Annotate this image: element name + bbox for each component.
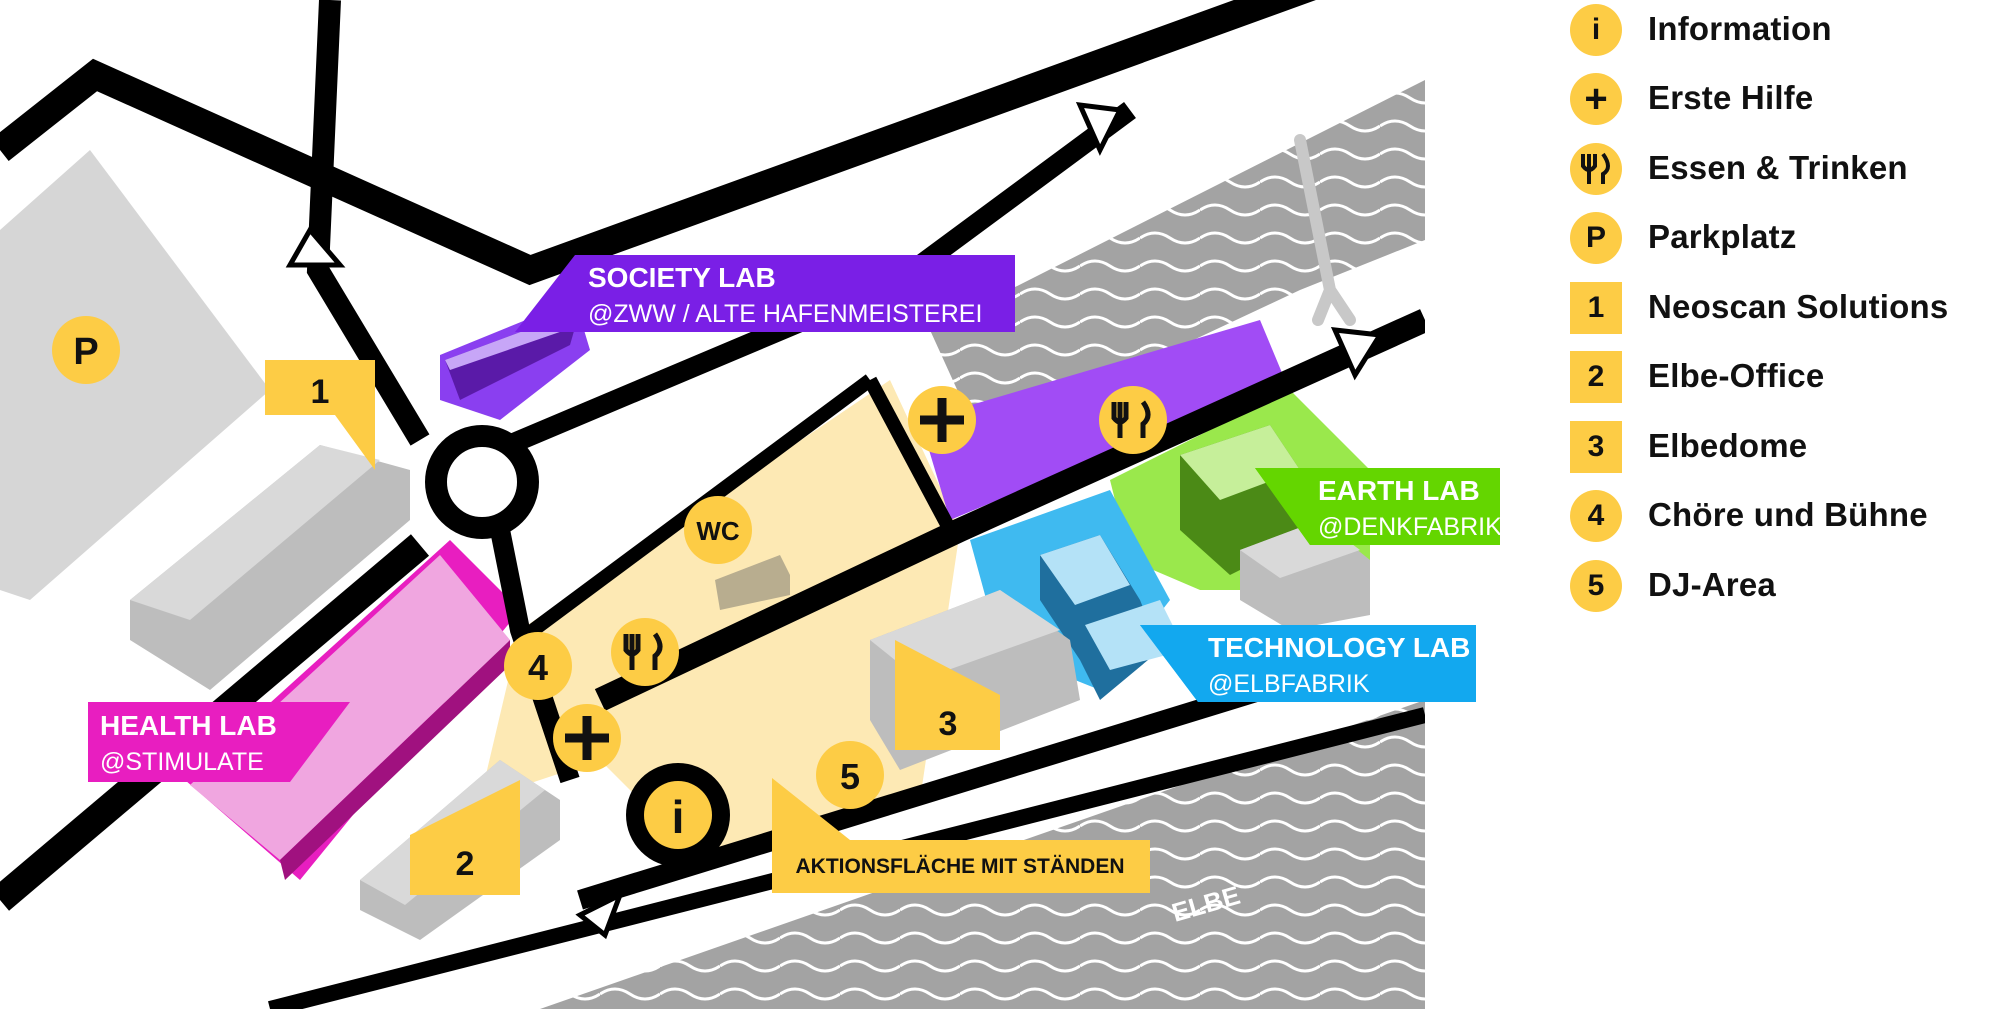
marker-number-1[interactable]: 1 xyxy=(265,360,375,470)
svg-text:5: 5 xyxy=(840,756,860,797)
road-main-east xyxy=(594,309,1425,711)
legend-label: Erste Hilfe xyxy=(1648,79,1814,116)
marker-food-center[interactable] xyxy=(611,618,679,686)
svg-text:@ELBFABRIK: @ELBFABRIK xyxy=(1208,670,1370,698)
svg-text:WC: WC xyxy=(696,516,740,546)
svg-text:i: i xyxy=(672,791,685,843)
road-vertical-north xyxy=(306,0,430,446)
arrow-northeast xyxy=(1075,101,1124,156)
roundabout-north xyxy=(425,425,539,539)
legend-label: Elbe-Office xyxy=(1648,357,1825,394)
harbour-crane xyxy=(1294,134,1356,326)
marker-first-aid-center[interactable] xyxy=(553,704,621,772)
legend-item-elbedome: 3 Elbedome xyxy=(1560,417,2000,477)
svg-text:2: 2 xyxy=(456,845,475,883)
legend-label: Parkplatz xyxy=(1648,218,1797,255)
road-inner-diagonal xyxy=(863,376,957,534)
marker-information[interactable]: i xyxy=(644,781,712,849)
marker-number-3[interactable]: 3 xyxy=(895,640,1000,750)
number-4-icon: 4 xyxy=(1570,490,1622,542)
first-aid-icon: + xyxy=(1570,73,1622,125)
legend-label: DJ-Area xyxy=(1648,566,1776,603)
legend-item-first-aid: + Erste Hilfe xyxy=(1560,69,2000,129)
building-wc xyxy=(715,555,790,610)
svg-text:EARTH LAB: EARTH LAB xyxy=(1318,475,1480,506)
marker-first-aid-east[interactable] xyxy=(908,386,976,454)
svg-text:@STIMULATE: @STIMULATE xyxy=(100,748,264,776)
legend-item-information: i Information xyxy=(1560,0,2000,60)
svg-text:1: 1 xyxy=(311,373,330,411)
svg-text:@ZWW / ALTE HAFENMEISTEREI: @ZWW / ALTE HAFENMEISTEREI xyxy=(588,300,982,328)
info-icon: i xyxy=(1570,4,1622,56)
svg-text:P: P xyxy=(73,331,98,373)
number-2-icon: 2 xyxy=(1570,351,1622,403)
legend-item-elbe-office: 2 Elbe-Office xyxy=(1560,347,2000,407)
legend-label: Essen & Trinken xyxy=(1648,149,1908,186)
svg-text:@DENKFABRIK: @DENKFABRIK xyxy=(1318,513,1500,541)
legend-label: Chöre und Bühne xyxy=(1648,496,1928,533)
legend-item-food: Essen & Trinken xyxy=(1560,139,2000,199)
marker-number-4[interactable]: 4 xyxy=(504,632,572,700)
number-1-icon: 1 xyxy=(1570,282,1622,334)
lab-labels-overlay: EARTH LAB @DENKFABRIK TECHNOLOGY LAB @EL… xyxy=(1140,468,1500,702)
legend-item-dj-area: 5 DJ-Area xyxy=(1560,556,2000,616)
svg-text:3: 3 xyxy=(939,705,958,743)
svg-text:SOCIETY LAB: SOCIETY LAB xyxy=(588,262,776,293)
legend-label: Elbedome xyxy=(1648,427,1808,464)
marker-food-east[interactable] xyxy=(1099,386,1167,454)
arrow-southwest xyxy=(575,889,625,940)
label-society-lab: SOCIETY LAB @ZWW / ALTE HAFENMEISTEREI xyxy=(515,255,1015,332)
label-technology-lab-overlay: TECHNOLOGY LAB @ELBFABRIK xyxy=(1140,625,1476,702)
label-health-lab: HEALTH LAB @STIMULATE xyxy=(88,702,350,782)
legend-item-neoscan: 1 Neoscan Solutions xyxy=(1560,278,2000,338)
arrow-north xyxy=(285,225,346,268)
marker-wc[interactable]: WC xyxy=(684,496,752,564)
event-map: i WC P xyxy=(0,0,1425,1009)
arrow-east xyxy=(1330,327,1385,381)
label-earth-lab-overlay: EARTH LAB @DENKFABRIK xyxy=(1255,468,1500,545)
legend-label: Neoscan Solutions xyxy=(1648,288,1949,325)
label-aktionsflaeche: AKTIONSFLÄCHE MIT STÄNDEN xyxy=(772,778,1150,893)
legend-item-choere-buehne: 4 Chöre und Bühne xyxy=(1560,486,2000,546)
building-neoscan xyxy=(130,445,410,690)
marker-parking[interactable]: P xyxy=(52,316,120,384)
number-5-icon: 5 xyxy=(1570,560,1622,612)
number-3-icon: 3 xyxy=(1570,421,1622,473)
parking-area xyxy=(0,150,270,600)
svg-text:TECHNOLOGY LAB: TECHNOLOGY LAB xyxy=(1208,632,1470,663)
svg-text:HEALTH LAB: HEALTH LAB xyxy=(100,710,277,741)
marker-number-2[interactable]: 2 xyxy=(410,780,520,895)
health-lab-building xyxy=(190,555,510,860)
svg-text:AKTIONSFLÄCHE MIT STÄNDEN: AKTIONSFLÄCHE MIT STÄNDEN xyxy=(796,855,1125,878)
food-icon xyxy=(1570,143,1622,195)
legend-item-parking: P Parkplatz xyxy=(1560,208,2000,268)
legend-label: Information xyxy=(1648,10,1832,47)
marker-number-5[interactable]: 5 xyxy=(816,741,884,809)
map-legend: i Information + Erste Hilfe Essen & Trin… xyxy=(1560,0,2000,640)
svg-text:4: 4 xyxy=(528,647,548,688)
parking-icon: P xyxy=(1570,212,1622,264)
